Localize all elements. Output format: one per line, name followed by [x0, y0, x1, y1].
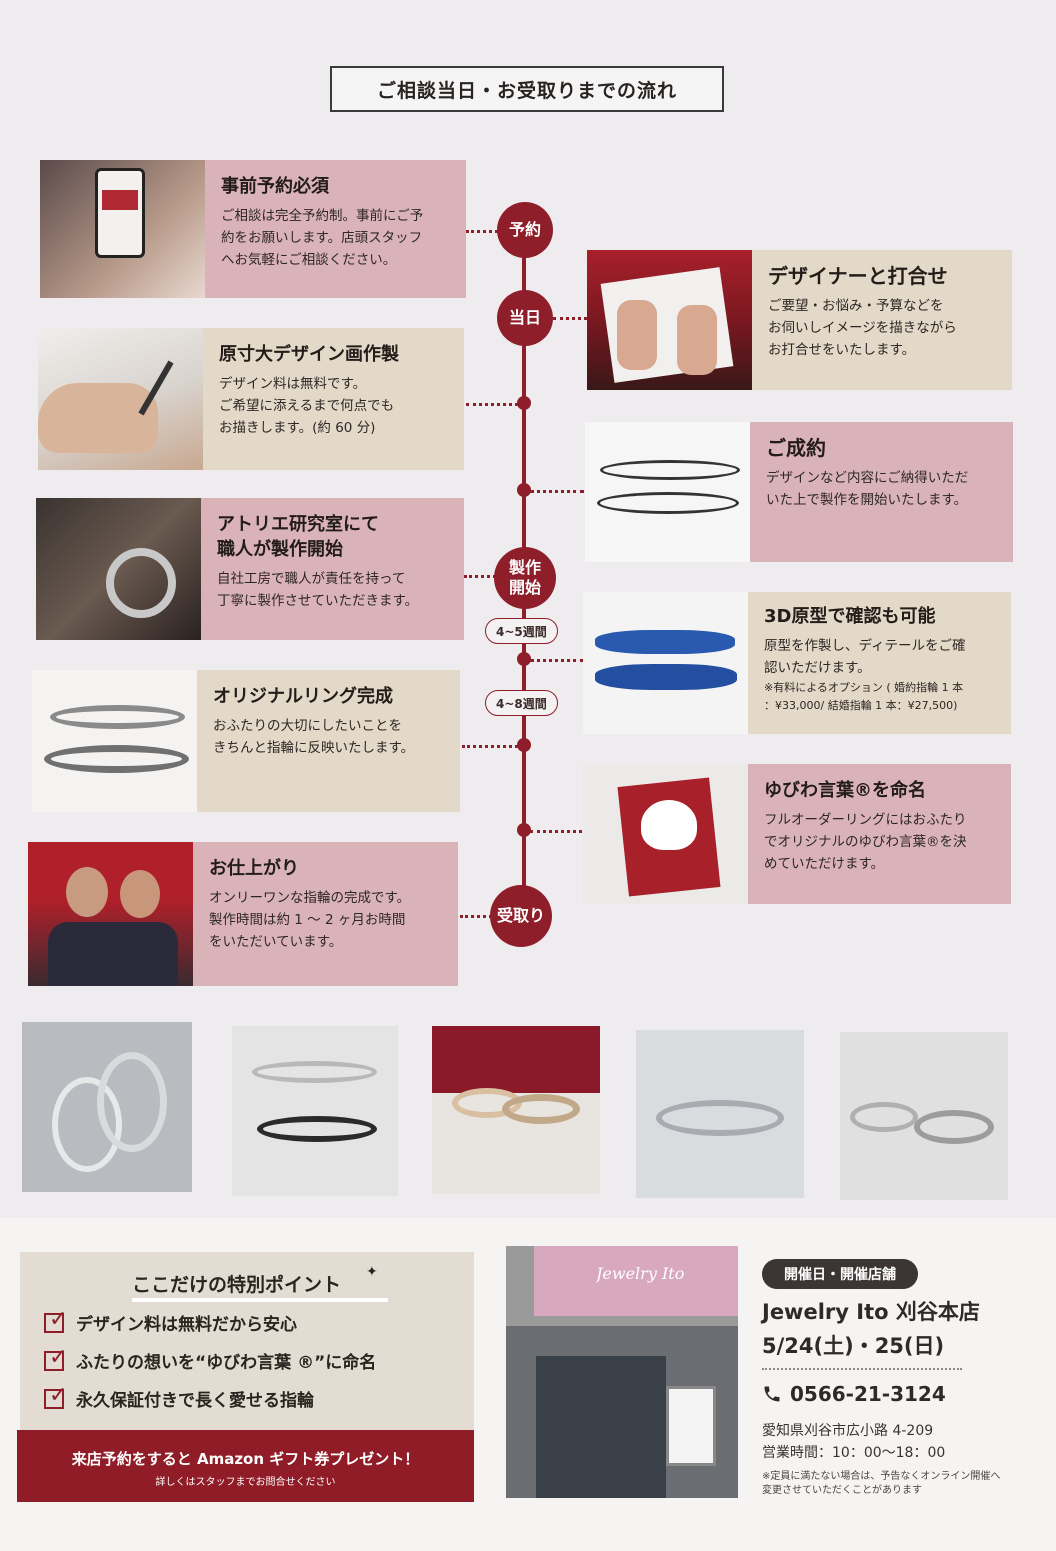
photo-smartphone	[40, 160, 205, 298]
photo-3d-model	[583, 592, 748, 734]
timeline-dot	[517, 823, 531, 837]
divider	[762, 1368, 962, 1370]
photo-meeting	[587, 250, 752, 390]
gallery-image-5	[840, 1032, 1008, 1200]
special-point-3: ✓永久保証付きで長く愛せる指輪	[44, 1383, 314, 1411]
connector	[466, 230, 498, 233]
checkbox-icon: ✓	[44, 1383, 67, 1409]
photo-rings	[32, 670, 197, 812]
connector	[530, 659, 584, 662]
event-dates: 5/24(土)・25(日)	[762, 1334, 945, 1358]
step-card-designer-meeting: デザイナーと打合せご要望・お悩み・予算などを お伺いしイメージを描きながら お打…	[587, 250, 1012, 390]
timeline-reserve: 予約	[497, 202, 553, 258]
timeline-dot	[517, 483, 531, 497]
timeline-dot	[517, 652, 531, 666]
gallery-image-1	[22, 1022, 192, 1192]
step-card-reservation: 事前予約必須ご相談は完全予約制。事前にご予 約をお願いします。店頭スタッフ へお…	[40, 160, 466, 298]
connector	[530, 490, 584, 493]
timeline-dot	[517, 738, 531, 752]
special-points-panel: ここだけの特別ポイント ✦ ✓デザイン料は無料だから安心 ✓ふたりの想いを“ゆび…	[20, 1252, 474, 1430]
connector	[464, 575, 496, 578]
step-card-design-drawing: 原寸大デザイン画作製デザイン料は無料です。 ご希望に添えるまで何点でも お描きし…	[38, 328, 464, 470]
duration-badge-2: 4~8週間	[485, 690, 558, 716]
gallery-image-3	[432, 1026, 600, 1194]
timeline-dot	[517, 396, 531, 410]
phone-number[interactable]: 0566-21-3124	[762, 1382, 946, 1406]
timeline-same-day: 当日	[497, 290, 553, 346]
event-note: ※定員に満たない場合は、予告なくオンライン開催へ 変更させていただくことがありま…	[762, 1471, 1001, 1496]
store-sign	[534, 1246, 738, 1316]
sparkle-icon: ✦	[366, 1264, 378, 1280]
step-card-ring-words: ゆびわ言葉®を命名フルオーダーリングにはおふたり でオリジナルのゆびわ言葉®を決…	[583, 764, 1011, 904]
connector	[530, 830, 582, 833]
photo-couple	[28, 842, 193, 986]
timeline-production-start: 製作 開始	[494, 547, 556, 609]
step-card-contract: ご成約デザインなど内容にご納得いただ いた上で製作を開始いたします。	[585, 422, 1013, 562]
photo-ring-words-card	[583, 764, 748, 904]
connector	[553, 317, 587, 320]
gallery-image-4	[636, 1030, 804, 1198]
connector	[462, 745, 518, 748]
photo-drawing	[38, 328, 203, 470]
promo-banner: 来店予約をすると Amazon ギフト券プレゼント！ 詳しくはスタッフまでお問合…	[17, 1430, 474, 1502]
store-address: 愛知県刈谷市広小路 4-209 営業時間：10：00～18：00	[762, 1423, 946, 1461]
gallery-image-2	[232, 1026, 398, 1196]
heading-underline	[132, 1298, 388, 1302]
connector	[460, 915, 492, 918]
step-card-finish: お仕上がりオンリーワンな指輪の完成です。 製作時間は約 1 ～ 2 ヶ月お時間 …	[28, 842, 458, 986]
duration-badge-1: 4~5週間	[485, 618, 558, 644]
step-card-ring-complete: オリジナルリング完成おふたりの大切にしたいことを きちんと指輪に反映いたします。	[32, 670, 460, 812]
page-title: ご相談当日・お受取りまでの流れ	[330, 66, 724, 112]
step-card-production: アトリエ研究室にて 職人が製作開始自社工房で職人が責任を持って 丁寧に製作させて…	[36, 498, 464, 640]
photo-ring-sketch	[585, 422, 750, 562]
special-point-2: ✓ふたりの想いを“ゆびわ言葉 ®”に命名	[44, 1345, 376, 1373]
checkbox-icon: ✓	[44, 1307, 67, 1333]
checkbox-icon: ✓	[44, 1345, 67, 1371]
photo-craftsman	[36, 498, 201, 640]
step-card-3d-model: 3D原型で確認も可能原型を作製し、ディテールをご確 認いただけます。※有料による…	[583, 592, 1011, 734]
phone-icon	[764, 1386, 780, 1402]
store-photo: Jewelry Ito	[506, 1246, 738, 1498]
connector	[466, 403, 518, 406]
event-badge: 開催日・開催店舗	[762, 1259, 918, 1289]
timeline-pickup: 受取り	[490, 885, 552, 947]
store-name: Jewelry Ito 刈谷本店	[762, 1300, 980, 1324]
special-point-1: ✓デザイン料は無料だから安心	[44, 1307, 297, 1335]
